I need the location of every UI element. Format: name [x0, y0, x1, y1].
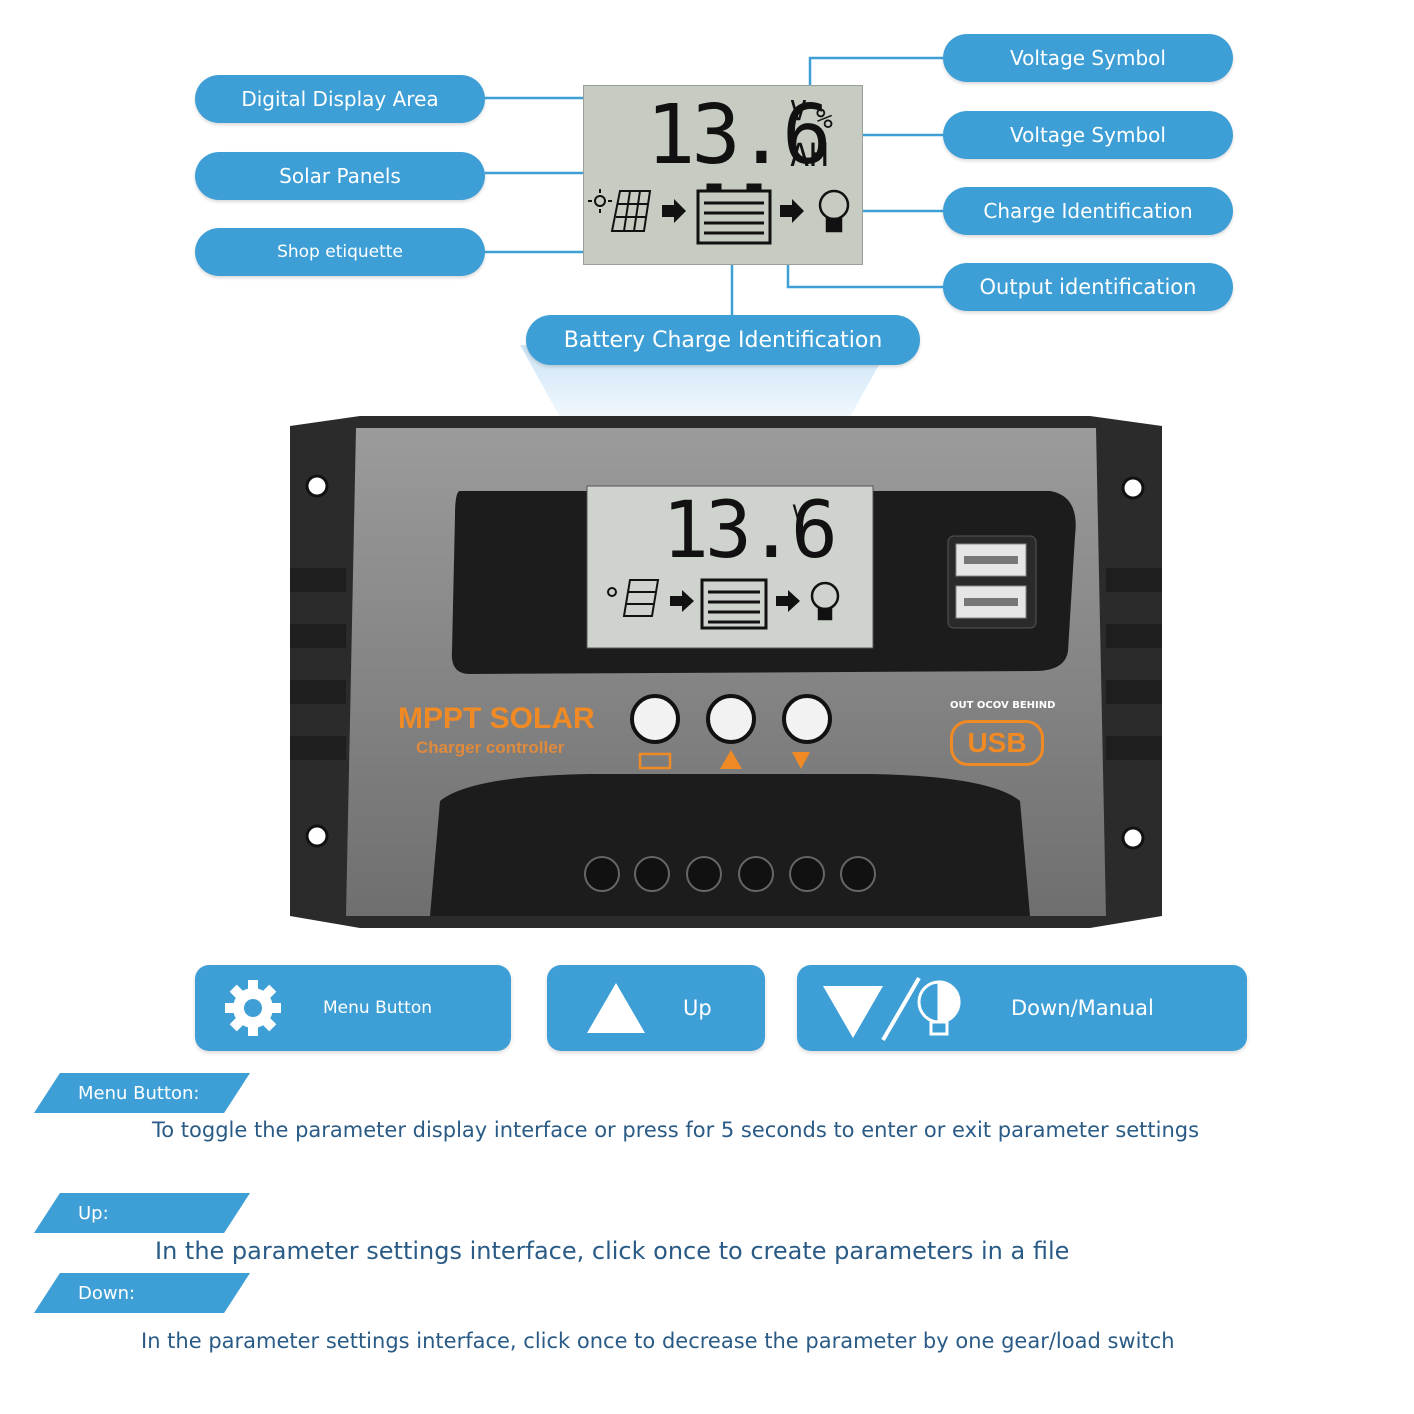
callout-voltage-symbol-1: Voltage Symbol [943, 34, 1233, 82]
brand-subtitle: Charger controller [416, 738, 565, 757]
device-lcd-reading: 13.6 [662, 486, 838, 576]
arrow-icon [780, 199, 804, 223]
up-description-tag: Up: [34, 1193, 250, 1233]
bulb-icon [818, 189, 850, 233]
menu-button-legend: Menu Button [195, 965, 511, 1051]
callout-battery-charge-identification: Battery Charge Identification [526, 315, 920, 365]
triangle-up-icon [587, 983, 645, 1033]
callout-shop-etiquette: Shop etiquette [195, 228, 485, 276]
down-description-text: In the parameter settings interface, cli… [141, 1329, 1175, 1353]
menu-description-text: To toggle the parameter display interfac… [152, 1118, 1200, 1142]
menu-button-label: Menu Button [323, 998, 433, 1018]
up-description-text: In the parameter settings interface, cli… [155, 1237, 1070, 1265]
callout-voltage-symbol-2: Voltage Symbol [943, 111, 1233, 159]
callout-charge-identification: Charge Identification [943, 187, 1233, 235]
callout-solar-panels: Solar Panels [195, 152, 485, 200]
device-lcd-icons [607, 578, 840, 630]
lcd-unit-percent: % [816, 102, 833, 135]
battery-icon [696, 183, 772, 245]
lcd-enlargement: 13.6 V % AH [583, 85, 863, 265]
callout-output-identification: Output identification [943, 263, 1233, 311]
lcd-enlarged-icons [588, 183, 850, 245]
up-button-legend: Up [547, 965, 765, 1051]
down-manual-button-label: Down/Manual [1011, 996, 1154, 1020]
charge-controller-device: 13.6 V MPPT SOLAR Charger controller OUT… [290, 416, 1162, 928]
solar-panel-icon [610, 190, 652, 232]
down-description-tag: Down: [34, 1273, 250, 1313]
menu-description-tag: Menu Button: [34, 1073, 250, 1113]
lcd-unit-v: V [790, 94, 807, 127]
usb-note: OUT OCOV BEHIND [950, 700, 1056, 711]
callout-digital-display-area: Digital Display Area [195, 75, 485, 123]
down-manual-button-legend: Down/Manual [797, 965, 1247, 1051]
gear-icon [225, 980, 281, 1036]
arrow-icon [662, 199, 686, 223]
usb-logo: USB [950, 720, 1044, 766]
sun-icon [588, 189, 612, 213]
lcd-unit-ah: AH [790, 136, 829, 174]
bulb-icon [917, 980, 961, 1036]
up-button-label: Up [683, 996, 712, 1020]
lcd-enlarged-reading: 13.6 [646, 88, 831, 183]
device-body [290, 416, 1162, 928]
down-manual-icon [823, 976, 961, 1042]
device-lcd-unit: V [792, 500, 807, 528]
brand-title: MPPT SOLAR [398, 702, 595, 735]
